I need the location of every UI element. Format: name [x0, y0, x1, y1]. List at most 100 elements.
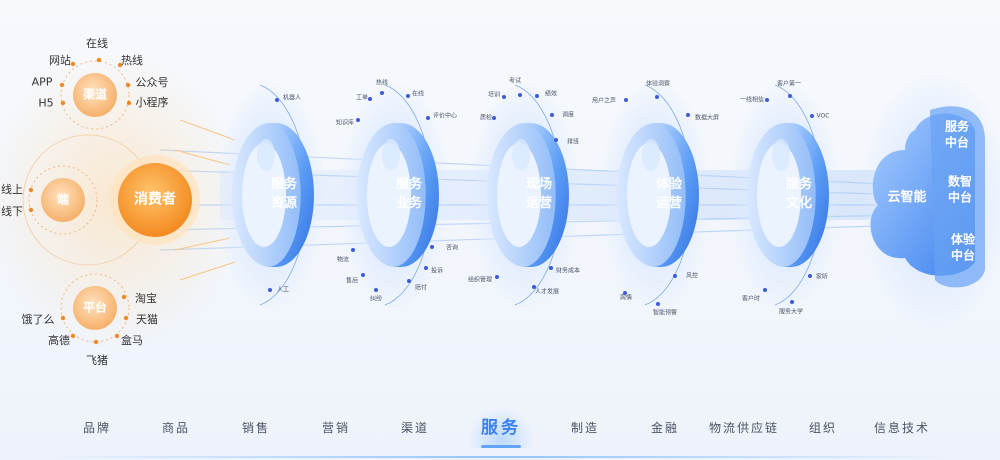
- channel-dot: [117, 62, 123, 68]
- ring-item-dot: [686, 113, 690, 117]
- platform-dot: [60, 315, 66, 321]
- ring-item-dot: [673, 274, 677, 278]
- ring-title-line: 业务: [395, 196, 422, 211]
- tab-8[interactable]: 物流供应链: [709, 419, 779, 436]
- ring-item: 投诉: [430, 267, 444, 275]
- platform-dot: [93, 339, 99, 345]
- ring-item: 考试: [508, 77, 522, 85]
- cloud-platform: 服务中台: [937, 119, 977, 150]
- ring-highlight: [382, 139, 400, 171]
- ring-item-dot: [275, 98, 279, 102]
- ring-item-dot: [380, 91, 384, 95]
- platform-item: 高德: [48, 334, 70, 347]
- tab-2[interactable]: 销售: [242, 419, 270, 436]
- ring-title: 体验运营: [654, 176, 684, 214]
- platform-dot: [121, 294, 127, 300]
- ring-item-dot: [407, 279, 411, 283]
- ring-item-dot: [554, 138, 558, 142]
- tab-10[interactable]: 信息技术: [874, 419, 930, 436]
- ring-item-dot: [430, 245, 434, 249]
- ring-hole: [627, 143, 671, 247]
- ring-item-dot: [368, 97, 372, 101]
- platform-item: 天猫: [136, 313, 158, 326]
- ring-item: 组织管理: [467, 276, 493, 284]
- channel-item: APP: [31, 75, 53, 89]
- ring-item: 咨询: [445, 244, 459, 252]
- ring-title: 服务文化: [784, 176, 814, 214]
- ring-item: 服务大学: [778, 308, 804, 316]
- ring-item-dot: [424, 266, 428, 270]
- platform-node: [73, 286, 117, 330]
- ring-title: 现场运营: [524, 176, 554, 214]
- ring-item-dot: [656, 302, 660, 306]
- ring-hole: [242, 143, 286, 247]
- ring-item-dot: [268, 288, 272, 292]
- platform-item: 盒马: [121, 334, 143, 347]
- ring-item-dot: [426, 116, 430, 120]
- cloud-platform-line: 数智: [947, 174, 972, 189]
- tab-3[interactable]: 营销: [322, 419, 350, 436]
- tab-6[interactable]: 制造: [571, 419, 599, 436]
- ring-item-dot: [765, 98, 769, 102]
- tab-9[interactable]: 组织: [809, 419, 837, 436]
- tab-label: 服务: [481, 418, 521, 438]
- tab-7[interactable]: 金融: [651, 419, 679, 436]
- ring-item: 售后: [345, 277, 359, 285]
- channel-item: H5: [38, 96, 54, 110]
- tab-1[interactable]: 商品: [162, 419, 190, 436]
- cloud-side: [930, 106, 985, 288]
- ring-item: 在线: [411, 90, 425, 98]
- ring-title-line: 服务: [270, 177, 297, 193]
- platform-orbit: [60, 273, 130, 343]
- ring-item-dot: [532, 285, 536, 289]
- ring-item-dot: [518, 93, 522, 97]
- cloud-platform: 体验中台: [943, 232, 983, 263]
- ring-item: 人才发展: [534, 288, 560, 296]
- ring-item: 家听: [815, 273, 829, 281]
- ring-hole: [497, 143, 541, 247]
- ring-item: 评价中心: [432, 112, 458, 120]
- industry-tab-bar: 品牌 商品 销售 营销 渠道 服务 制造 金融 物流供应链 组织 信息技术: [0, 405, 1000, 455]
- channel-dot: [125, 82, 131, 88]
- platform-dot: [123, 315, 129, 321]
- consumer-cluster: [0, 50, 245, 350]
- ring-item-dot: [810, 114, 814, 118]
- channel-label: 渠道: [82, 87, 108, 102]
- ring-item: 舆情: [619, 294, 633, 302]
- terminal-item: 线上: [1, 183, 23, 196]
- ring-highlight: [257, 139, 275, 171]
- ring-front: [268, 123, 314, 267]
- terminal-dot: [28, 187, 34, 193]
- ring-item: 物流: [336, 256, 350, 264]
- ring-title: 服务业务: [394, 176, 424, 214]
- ring-item: 排班: [566, 138, 580, 146]
- ring-front: [783, 123, 829, 267]
- ring-item-dot: [655, 95, 659, 99]
- active-tab-underline: [481, 445, 521, 448]
- channel-dot: [126, 100, 132, 106]
- ring-front: [653, 123, 699, 267]
- tab-4[interactable]: 渠道: [401, 419, 429, 436]
- platform-item: 饿了么: [21, 313, 55, 326]
- ring-item-dot: [808, 274, 812, 278]
- tab-0[interactable]: 品牌: [83, 419, 111, 436]
- platform-item: 淘宝: [135, 292, 157, 305]
- ring-title-line: 运营: [655, 196, 682, 211]
- cloud-platform-line: 体验: [950, 232, 975, 247]
- channel-item: 在线: [86, 37, 108, 50]
- ring-front: [393, 123, 439, 267]
- tab-label: 商品: [161, 421, 191, 435]
- channel-item: 公众号: [135, 76, 169, 89]
- ring-item: 工单: [355, 94, 369, 102]
- terminal-item: 线下: [1, 205, 23, 218]
- tab-label: 物流供应链: [708, 421, 780, 435]
- ring-item-dot: [351, 248, 355, 252]
- ring-item-dot: [406, 94, 410, 98]
- ring-item: 一线相信: [739, 96, 765, 104]
- tab-5[interactable]: 服务: [467, 407, 535, 448]
- ring-item: 培训: [487, 91, 501, 99]
- tab-label: 制造: [570, 421, 600, 435]
- channel-dot: [70, 61, 76, 67]
- tab-baseline: [40, 456, 960, 458]
- platform-dot: [70, 333, 76, 339]
